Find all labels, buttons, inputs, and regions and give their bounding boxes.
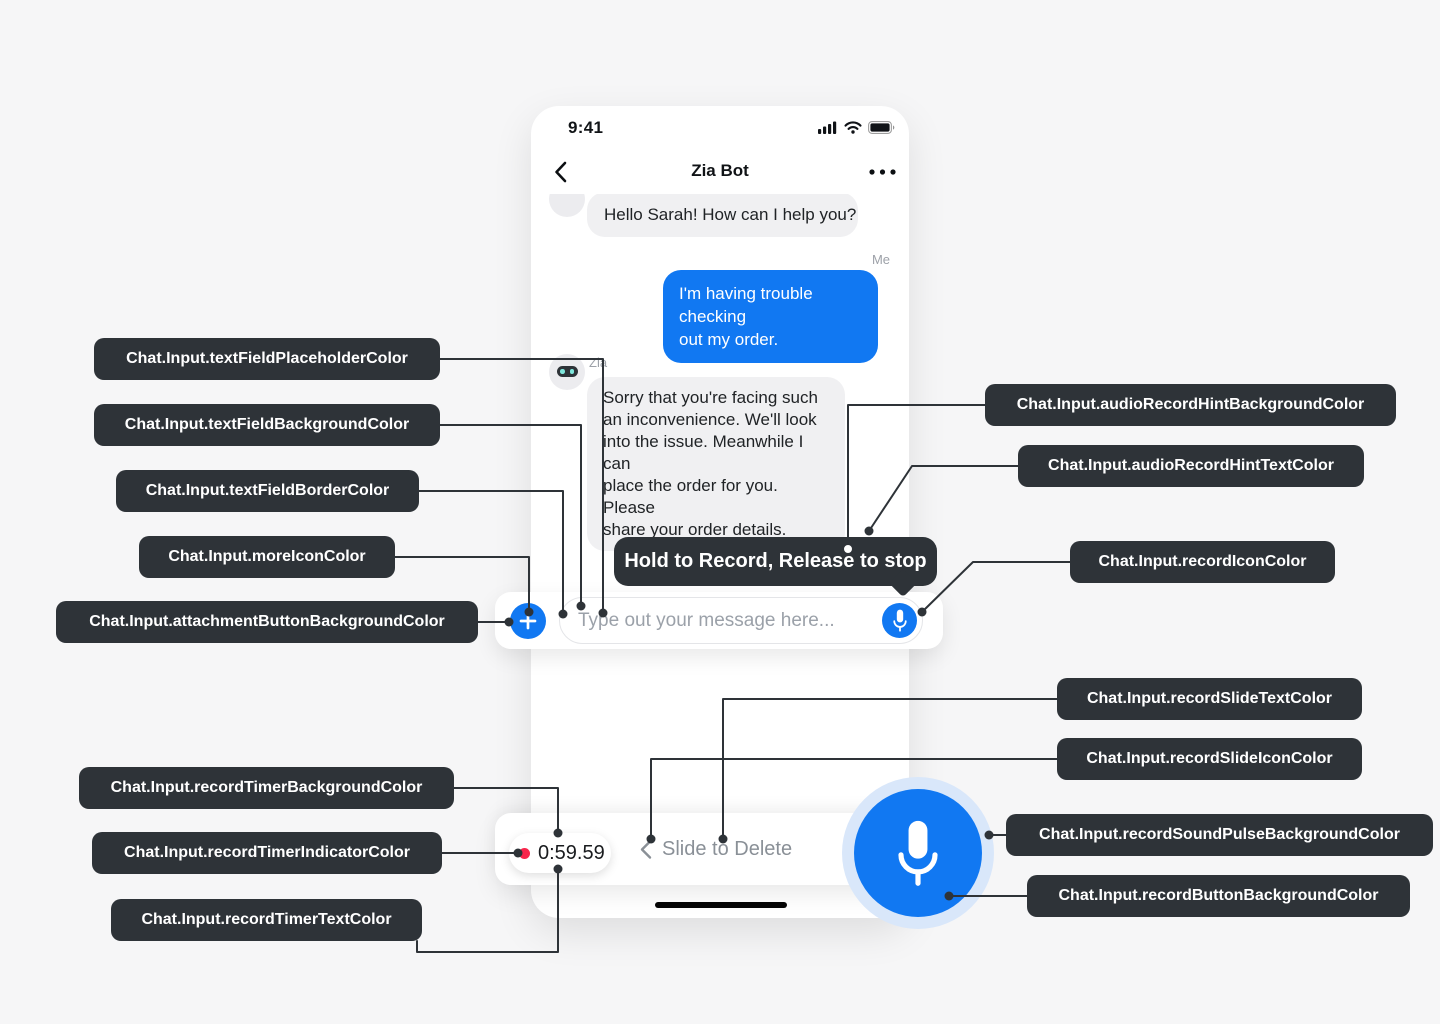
more-options-button[interactable] [868,159,896,185]
nav-bar: Zia Bot [531,150,909,194]
user-message-bubble: I'm having trouble checking out my order… [663,270,878,363]
message-input[interactable] [560,609,922,632]
microphone-icon [898,820,938,886]
record-timer-text: 0:59.59 [538,841,605,864]
plus-icon [519,612,537,630]
callout-recordSlideTextColor: Chat.Input.recordSlideTextColor [1057,678,1362,720]
wifi-icon [844,121,862,134]
bot-name-label: Zia [589,355,608,370]
microphone-icon [892,609,907,632]
chat-title: Zia Bot [691,161,749,180]
ellipsis-icon [868,169,896,175]
attachment-button[interactable] [510,603,546,639]
record-button[interactable] [854,789,982,917]
battery-icon [868,121,895,134]
phone-mockup: 9:41 [531,106,909,918]
record-indicator-dot [518,847,530,859]
callout-textFieldBorderColor: Chat.Input.textFieldBorderColor [116,470,419,512]
callout-recordTimerTextColor: Chat.Input.recordTimerTextColor [111,899,422,941]
callout-recordIconColor: Chat.Input.recordIconColor [1070,541,1335,583]
callout-recordTimerBackgroundColor: Chat.Input.recordTimerBackgroundColor [79,767,454,809]
bot-message-bubble-long: Sorry that you're facing such an inconve… [587,377,845,551]
status-time: 9:41 [568,118,604,137]
callout-audioRecordHintBackgroundColor: Chat.Input.audioRecordHintBackgroundColo… [985,384,1396,426]
chevron-left-icon [640,839,652,859]
cellular-signal-icon [818,121,837,134]
callout-recordTimerIndicatorColor: Chat.Input.recordTimerIndicatorColor [92,832,442,874]
callout-attachmentButtonBackgroundColor: Chat.Input.attachmentButtonBackgroundCol… [56,601,478,643]
back-button[interactable] [548,160,572,184]
slide-to-delete[interactable]: Slide to Delete [639,813,792,885]
record-voice-button[interactable] [882,603,917,638]
callout-recordSoundPulseBackgroundColor: Chat.Input.recordSoundPulseBackgroundCol… [1006,814,1433,856]
record-timer: 0:59.59 [509,833,611,873]
robot-face-icon [556,366,578,377]
status-icons [818,121,895,134]
callout-recordSlideIconColor: Chat.Input.recordSlideIconColor [1057,738,1362,780]
message-text-field[interactable] [559,597,923,644]
chat-area: Hello Sarah! How can I help you? Me I'm … [531,106,909,918]
slide-to-delete-text: Slide to Delete [662,837,793,860]
callout-audioRecordHintTextColor: Chat.Input.audioRecordHintTextColor [1018,445,1364,487]
status-bar: 9:41 [531,106,909,150]
bot-message-bubble: Hello Sarah! How can I help you? [587,192,858,237]
bot-avatar-robot [549,354,585,390]
home-indicator [655,902,787,908]
callout-textFieldPlaceholderColor: Chat.Input.textFieldPlaceholderColor [94,338,440,380]
callout-recordButtonBackgroundColor: Chat.Input.recordButtonBackgroundColor [1027,875,1410,917]
callout-moreIconColor: Chat.Input.moreIconColor [139,536,395,578]
callout-textFieldBackgroundColor: Chat.Input.textFieldBackgroundColor [94,404,440,446]
me-label: Me [871,252,890,267]
audio-record-hint-text: Hold to Record, Release to stop [624,550,927,572]
chevron-left-icon [554,161,566,183]
message-input-bar [495,592,943,649]
audio-record-hint-tooltip: Hold to Record, Release to stop [614,537,937,598]
